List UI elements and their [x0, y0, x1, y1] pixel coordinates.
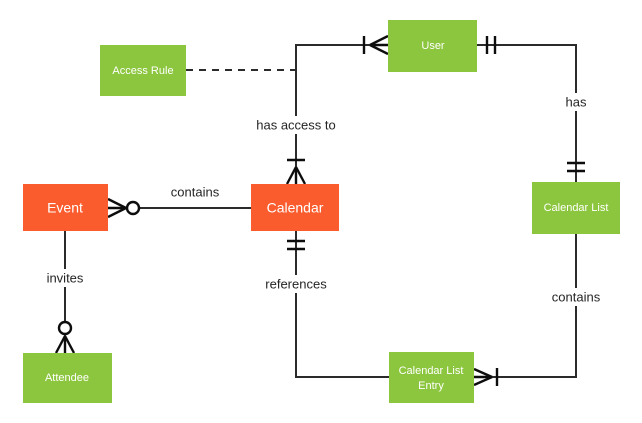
entity-user-box[interactable] [388, 20, 477, 72]
entity-attendee-label: Attendee [45, 372, 89, 384]
marker-attendee-zero-or-many [54, 320, 76, 354]
relationship-label-has-access-to: has access to [246, 116, 346, 134]
marker-calendar-list-top-one-and-only-one [567, 161, 585, 173]
relationship-label-has: has [556, 93, 598, 111]
entity-event-box[interactable] [23, 184, 108, 231]
relationship-label-contains-event: contains [163, 183, 227, 201]
relationship-label-contains-cle-text: contains [552, 289, 601, 304]
entity-calendar-list-entry-label-line2: Entry [418, 380, 444, 392]
marker-user-one-and-only-one [485, 36, 497, 54]
relationship-label-invites: invites [39, 269, 91, 287]
entity-event-label: Event [47, 200, 83, 216]
entity-access-rule-label: Access Rule [112, 65, 173, 77]
entity-calendar-label: Calendar [267, 200, 324, 216]
marker-calendar-top-one-many [285, 158, 307, 185]
marker-user-many [362, 34, 389, 56]
entity-event[interactable]: Event [23, 184, 108, 231]
connector-has-access-to [295, 44, 388, 184]
entity-user[interactable]: User [388, 20, 477, 72]
entity-user-label: User [421, 40, 445, 52]
relationship-label-invites-text: invites [47, 270, 84, 285]
connector-references [295, 231, 389, 378]
connector-contains-cle [474, 234, 577, 378]
entity-attendee[interactable]: Attendee [23, 353, 112, 403]
entity-calendar-list[interactable]: Calendar List [532, 182, 620, 234]
entity-calendar-box[interactable] [251, 184, 339, 231]
entity-access-rule-box[interactable] [100, 45, 186, 96]
entity-calendar-list-entry-box[interactable] [389, 352, 474, 403]
entity-calendar-list-label: Calendar List [544, 202, 609, 214]
entity-calendar-list-entry-label-line1: Calendar List [399, 365, 464, 377]
entity-access-rule[interactable]: Access Rule [100, 45, 186, 96]
relationship-label-contains-cle: contains [544, 288, 610, 306]
relationship-label-references: references [252, 275, 340, 293]
marker-calendar-bottom-one-and-only-one [287, 239, 305, 251]
relationship-label-references-text: references [265, 276, 327, 291]
marker-event-zero-or-many [107, 197, 141, 219]
entity-calendar-list-box[interactable] [532, 182, 620, 234]
relationship-label-has-access-to-text: has access to [256, 117, 336, 132]
connector-has [477, 44, 577, 182]
relationship-label-contains-event-text: contains [171, 184, 220, 199]
entity-calendar-list-entry[interactable]: Calendar List Entry [389, 352, 474, 403]
marker-cle-one-many [473, 367, 499, 387]
entity-attendee-box[interactable] [23, 353, 112, 403]
entity-calendar[interactable]: Calendar [251, 184, 339, 231]
relationship-label-has-text: has [566, 94, 587, 109]
